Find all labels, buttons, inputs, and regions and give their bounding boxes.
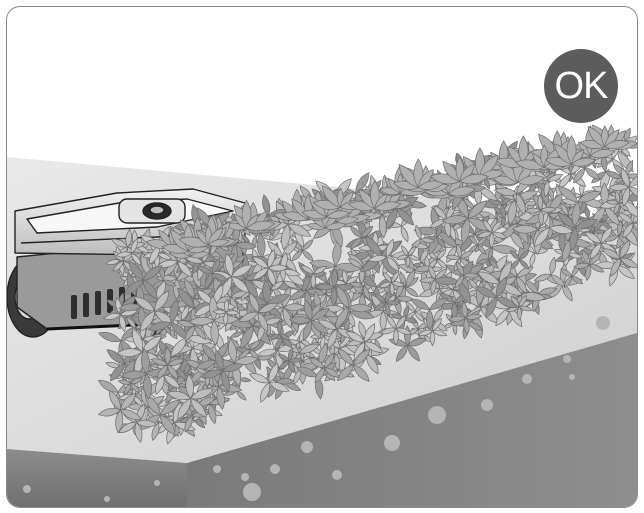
ok-badge-icon: OK <box>544 49 618 123</box>
illustration-frame: OK <box>6 6 638 508</box>
ok-badge-label: OK <box>555 65 608 108</box>
mower-grass-scene <box>7 7 637 507</box>
